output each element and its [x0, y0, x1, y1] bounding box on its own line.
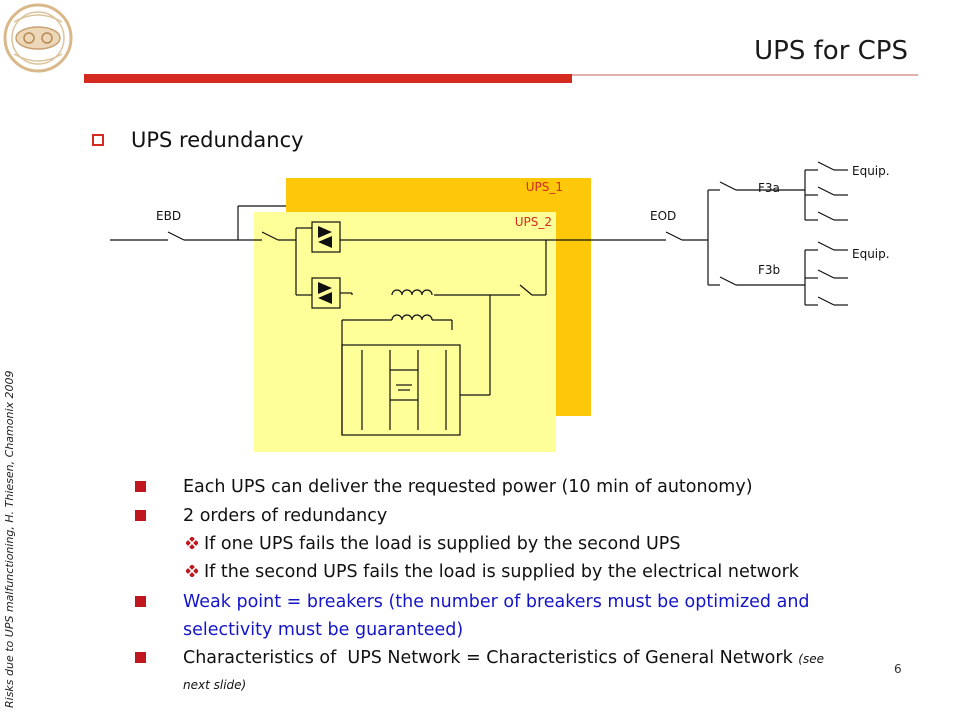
slide-title: UPS for CPS: [754, 36, 908, 66]
ebd-label: EBD: [156, 209, 181, 223]
bullet-2a: If one UPS fails the load is supplied by…: [204, 534, 681, 554]
hollow-square-bullet-icon: [92, 134, 104, 146]
side-note: Risks due to UPS malfunctioning, H. Thie…: [3, 370, 16, 708]
bullet-4: Characteristics of UPS Network = Charact…: [183, 647, 824, 670]
bullet-4-main: Characteristics of UPS Network = Charact…: [183, 648, 799, 668]
diamond-bullet-icon: [186, 537, 198, 549]
diamond-bullet-icon: [186, 565, 198, 577]
section-heading-text: UPS redundancy: [131, 128, 304, 152]
f3a-label: F3a: [758, 181, 780, 195]
bullet-1: Each UPS can deliver the requested power…: [183, 477, 753, 497]
square-bullet-icon: [135, 481, 146, 492]
ups-redundancy-diagram: UPS_1 UPS_2: [110, 161, 890, 452]
bullet-3-line-1: Weak point = breakers (the number of bre…: [183, 592, 810, 612]
bullet-2: 2 orders of redundancy: [183, 506, 388, 526]
title-rule-accent: [84, 74, 572, 83]
bullet-2b: If the second UPS fails the load is supp…: [204, 562, 799, 582]
title-rule-thin: [572, 74, 918, 76]
page-number: 6: [894, 662, 902, 676]
square-bullet-icon: [135, 510, 146, 521]
square-bullet-icon: [135, 596, 146, 607]
ups1-label: UPS_1: [526, 180, 563, 194]
equip-bottom-label: Equip.: [852, 247, 890, 261]
ups2-label: UPS_2: [515, 215, 552, 229]
bullet-3-line-2: selectivity must be guaranteed): [183, 620, 464, 640]
ups2-box: [254, 212, 556, 452]
bullet-4-line-2: next slide): [183, 678, 247, 692]
f3b-label: F3b: [758, 263, 780, 277]
cern-logo: [3, 3, 73, 73]
section-heading: UPS redundancy: [92, 128, 304, 152]
square-bullet-icon: [135, 652, 146, 663]
bullet-4-see: (see: [798, 652, 824, 666]
eod-label: EOD: [650, 209, 676, 223]
equip-top-label: Equip.: [852, 164, 890, 178]
